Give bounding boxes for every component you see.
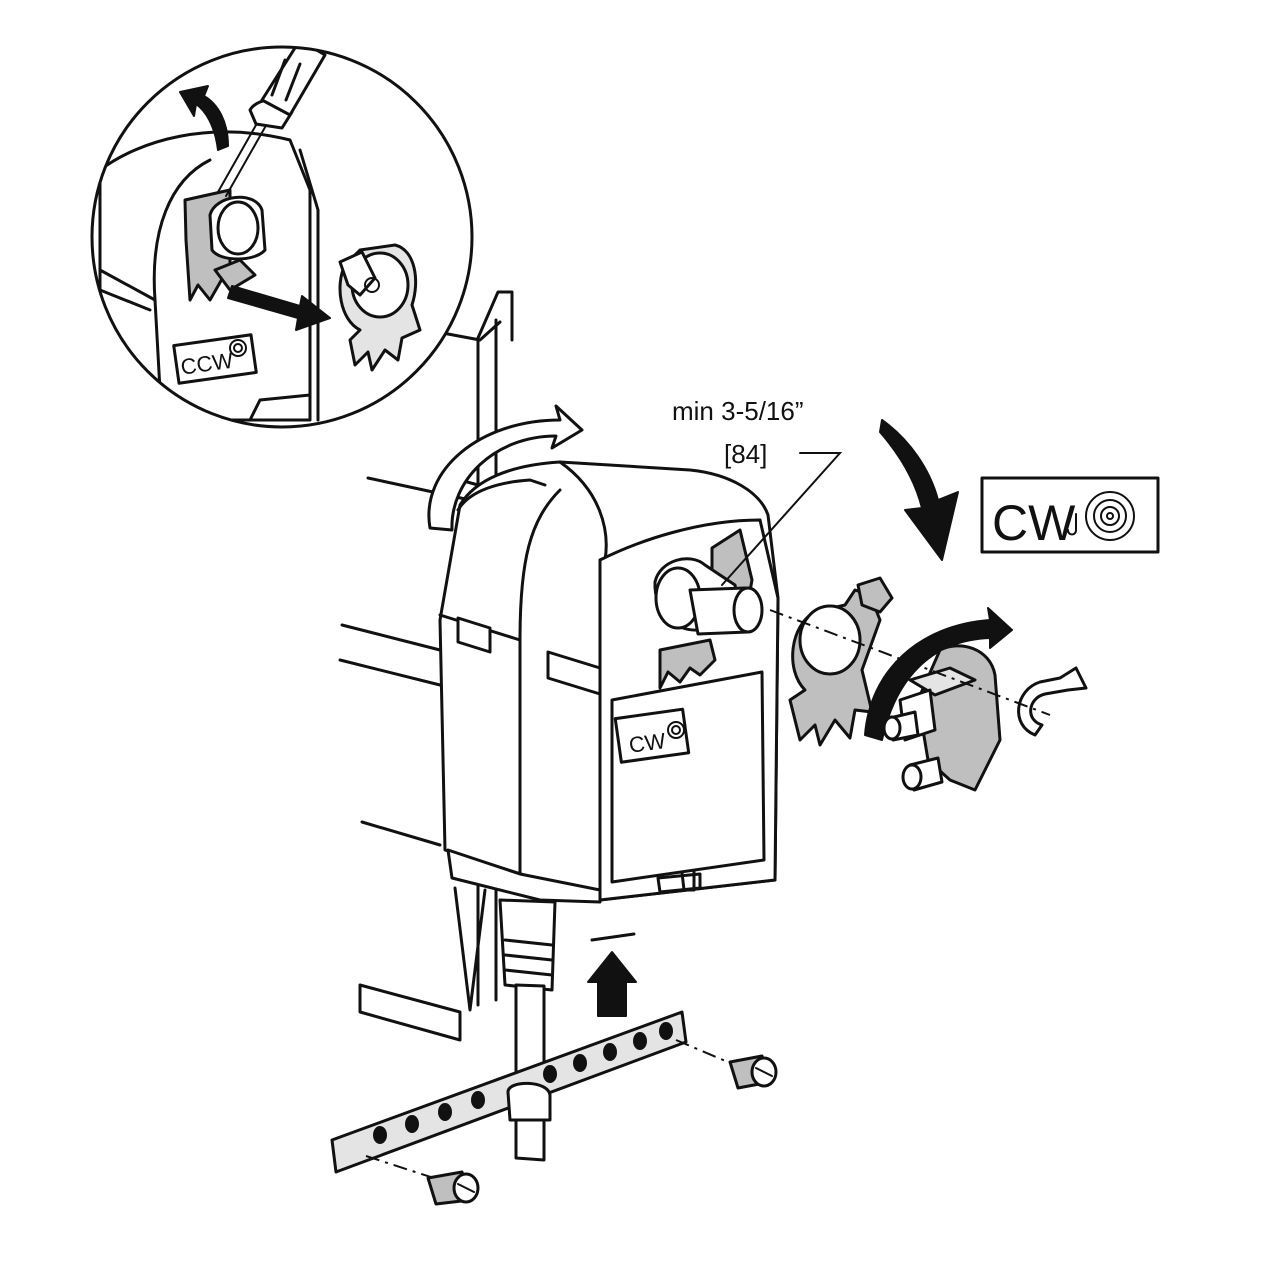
detail-inset: CCW (90, 45, 474, 429)
screw-icon (675, 1039, 778, 1090)
cw-spring-box: CW (980, 476, 1160, 554)
spiral-spring-icon (667, 721, 685, 739)
spiral-spring-icon (1085, 491, 1135, 541)
actuator: CW (438, 460, 780, 1162)
direction-arrow-icon (879, 419, 959, 561)
dimension-line1: min 3-5/16” (672, 396, 804, 426)
bolt-icon (882, 710, 920, 742)
shaft-clamp-assembly (769, 576, 1088, 792)
curved-arrow-icon (427, 404, 584, 532)
dimension-callout: min 3-5/16” [84] (672, 396, 843, 586)
screw-icon (365, 1155, 480, 1206)
cw-box-text: CW (992, 495, 1076, 551)
cw-housing-label (613, 707, 691, 764)
strap-holes (373, 1022, 673, 1144)
bolt-icon (901, 756, 944, 792)
spiral-spring-icon (229, 339, 247, 357)
ccw-detail-label (172, 333, 258, 385)
anti-rotation-strap (330, 932, 778, 1206)
dimension-line2: [84] (724, 439, 767, 469)
screwdriver-icon (217, 47, 327, 197)
cw-housing-text: CW (627, 728, 667, 758)
up-arrow-icon (587, 932, 637, 1017)
